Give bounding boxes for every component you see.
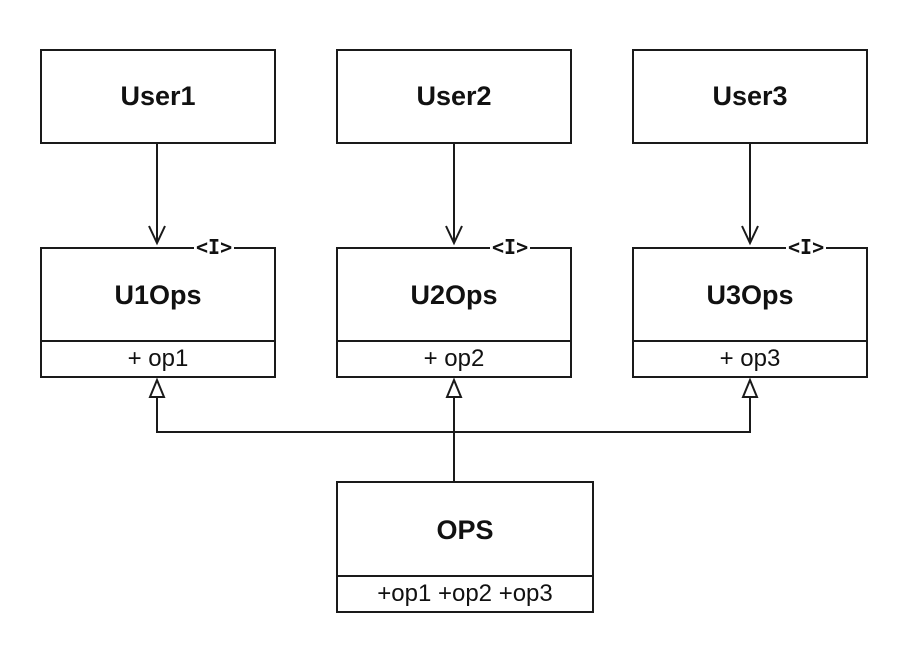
realization-arrowhead-u1ops <box>148 377 166 398</box>
user3-name: User3 <box>712 81 788 111</box>
u3ops-interface-box[interactable]: U3Ops + op3 <box>632 247 868 378</box>
user2-class-box[interactable]: User2 <box>336 49 572 144</box>
ops-class-box[interactable]: OPS +op1 +op2 +op3 <box>336 481 594 613</box>
u2ops-interface-stereotype: <I> <box>490 235 531 259</box>
u1ops-name: U1Ops <box>114 279 202 310</box>
u1ops-interface-box[interactable]: U1Ops + op1 <box>40 247 276 378</box>
realization-arrowhead-u2ops <box>445 377 463 398</box>
u1ops-interface-stereotype: <I> <box>194 235 235 259</box>
ops-name: OPS <box>436 514 494 545</box>
dependency-arrow-user3 <box>741 143 759 246</box>
user1-class-box[interactable]: User1 <box>40 49 276 144</box>
u3ops-operations: + op3 <box>634 340 866 376</box>
ops-operations: +op1 +op2 +op3 <box>338 575 592 611</box>
realization-arrowhead-u3ops <box>741 377 759 398</box>
u3ops-name: U3Ops <box>706 279 794 310</box>
dependency-arrow-user2 <box>445 143 463 246</box>
user1-name: User1 <box>120 81 196 111</box>
user3-class-box[interactable]: User3 <box>632 49 868 144</box>
u2ops-name: U2Ops <box>410 279 498 310</box>
u1ops-operations: + op1 <box>42 340 274 376</box>
user2-name: User2 <box>416 81 492 111</box>
dependency-arrow-user1 <box>148 143 166 246</box>
u3ops-interface-stereotype: <I> <box>786 235 827 259</box>
realization-connector <box>156 397 751 482</box>
u2ops-interface-box[interactable]: U2Ops + op2 <box>336 247 572 378</box>
u2ops-operations: + op2 <box>338 340 570 376</box>
